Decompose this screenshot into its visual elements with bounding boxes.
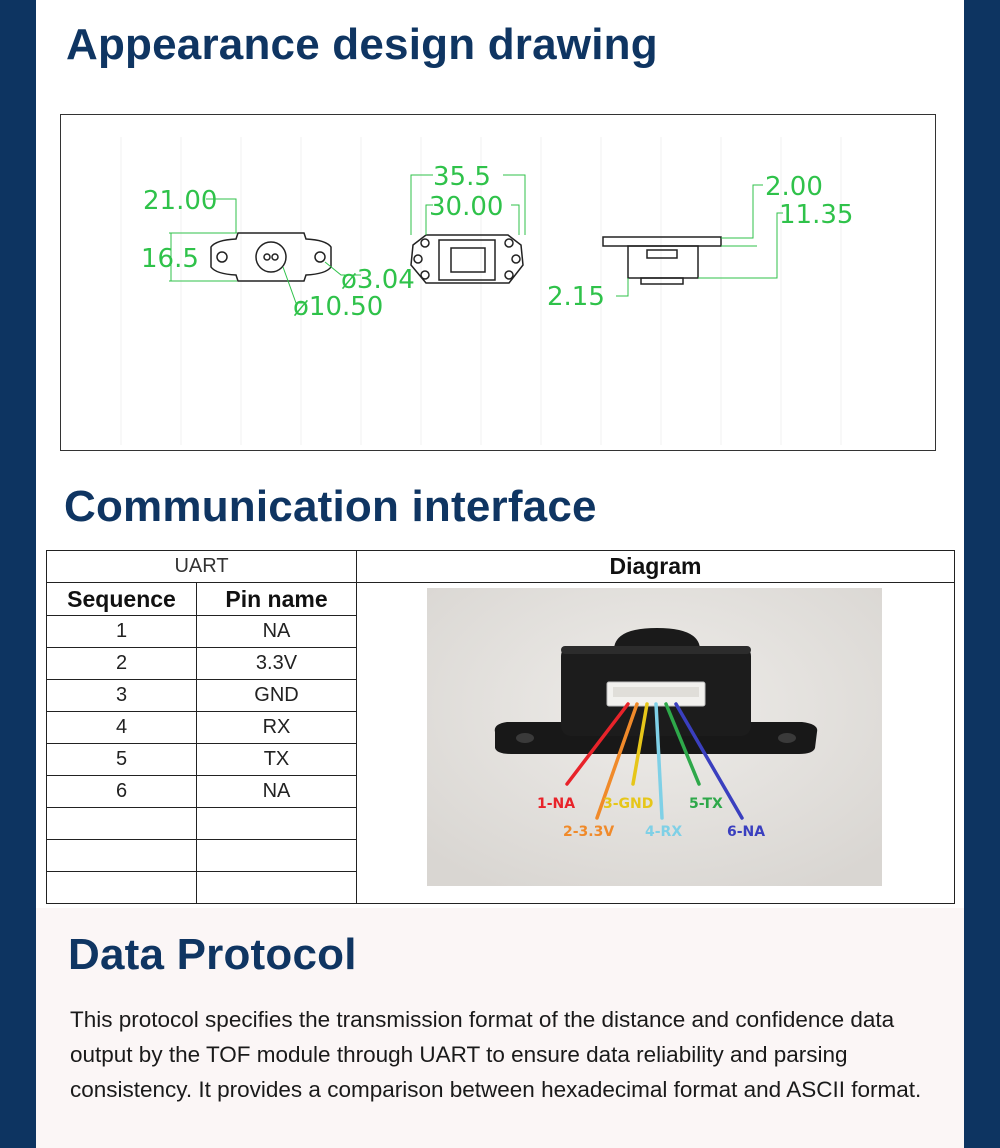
pin-seq-9 [46, 871, 197, 904]
pin-name-2: 3.3V [196, 647, 357, 680]
diagram-cell: 1-NA 3-GND 5-TX 2-3.3V 4-RX 6-NA [356, 582, 955, 904]
wire-6 [674, 702, 744, 820]
top-dimensions [410, 174, 526, 235]
side-view [602, 236, 722, 285]
wire-label-5: 5-TX [689, 796, 723, 812]
pin-seq-6: 6 [46, 775, 197, 808]
pin-name-6: NA [196, 775, 357, 808]
pin-seq-5: 5 [46, 743, 197, 776]
wire-label-1: 1-NA [537, 796, 575, 812]
wire-label-3: 3-GND [603, 796, 653, 812]
side-dim-labels: 2.00 11.35 2.15 [547, 172, 853, 312]
dimension-drawing: 21.00 16.5 ø3.04 ø10.50 35.5 30.00 [120, 137, 853, 445]
pin-name-4: RX [196, 711, 357, 744]
front-dimensions [169, 198, 361, 304]
dim-label-30: 30.00 [429, 192, 503, 222]
protocol-title: Data Protocol [68, 930, 357, 979]
wire-3 [631, 702, 649, 786]
pin-name-5: TX [196, 743, 357, 776]
dim-label-11-35: 11.35 [779, 200, 853, 230]
pin-seq-4: 4 [46, 711, 197, 744]
pin-name-8 [196, 839, 357, 872]
top-view [410, 234, 524, 284]
protocol-description: This protocol specifies the transmission… [70, 1007, 922, 1102]
wire-1 [565, 702, 630, 786]
dim-label-2-15: 2.15 [547, 282, 605, 312]
wire-label-2: 2-3.3V [563, 824, 614, 840]
side-dimensions [616, 184, 783, 297]
dim-label-21: 21.00 [143, 186, 217, 216]
dim-label-2: 2.00 [765, 172, 823, 202]
pin-name-9 [196, 871, 357, 904]
appearance-drawing: 21.00 16.5 ø3.04 ø10.50 35.5 30.00 [60, 114, 936, 451]
pin-seq-2: 2 [46, 647, 197, 680]
dim-label-hole: ø3.04 [341, 265, 415, 295]
protocol-panel [36, 908, 964, 1148]
pin-name-header: Pin name [196, 582, 357, 616]
top-dim-labels: 35.5 30.00 [429, 162, 503, 222]
pin-seq-3: 3 [46, 679, 197, 712]
sequence-header: Sequence [46, 582, 197, 616]
pin-name-1: NA [196, 615, 357, 648]
appearance-title: Appearance design drawing [66, 20, 658, 69]
wire-4 [654, 702, 664, 820]
uart-header: UART [46, 550, 357, 583]
wire-5 [664, 702, 701, 786]
connector-photo: 1-NA 3-GND 5-TX 2-3.3V 4-RX 6-NA [427, 588, 882, 886]
wire-label-6: 6-NA [727, 824, 765, 840]
front-dim-labels: 21.00 16.5 ø3.04 ø10.50 [141, 186, 415, 322]
pin-name-3: GND [196, 679, 357, 712]
pin-seq-1: 1 [46, 615, 197, 648]
pin-table: UART Diagram Sequence Pin name [46, 550, 955, 904]
dim-label-16-5: 16.5 [141, 244, 199, 274]
front-view [210, 232, 332, 282]
pin-seq-7 [46, 807, 197, 840]
pin-seq-8 [46, 839, 197, 872]
dim-label-35-5: 35.5 [433, 162, 491, 192]
wire-label-4: 4-RX [645, 824, 682, 840]
wire-2 [595, 702, 639, 820]
dim-label-lens: ø10.50 [293, 292, 383, 322]
pin-name-7 [196, 807, 357, 840]
connector-wires [565, 702, 744, 820]
diagram-header: Diagram [356, 550, 955, 583]
interface-title: Communication interface [64, 482, 597, 531]
